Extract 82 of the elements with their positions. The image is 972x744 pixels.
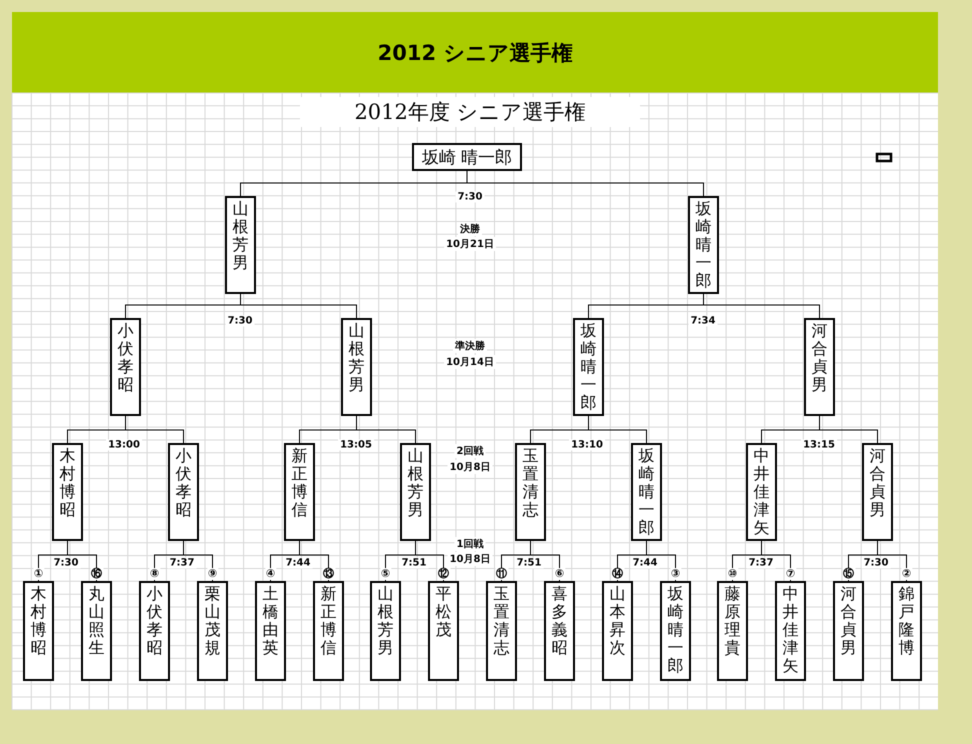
bracket-line bbox=[703, 294, 820, 318]
seed-number: ⑧ bbox=[148, 568, 160, 580]
round-label: 13:15 bbox=[801, 440, 837, 450]
player-box: 山根芳男 bbox=[400, 443, 431, 541]
bracket-line bbox=[819, 416, 878, 444]
bracket-line bbox=[466, 170, 704, 196]
bracket-line bbox=[646, 540, 676, 582]
seed-number: ⑩ bbox=[726, 568, 738, 580]
player-box: 丸山照生 bbox=[81, 581, 112, 681]
bracket-line bbox=[356, 416, 416, 444]
round-label: 準決勝 bbox=[453, 339, 487, 353]
round-label: 10月14日 bbox=[444, 355, 496, 369]
player-box: 玉置清志 bbox=[486, 581, 517, 681]
player-box: 小伏孝昭 bbox=[110, 318, 141, 416]
round-label: 10月8日 bbox=[448, 460, 492, 474]
seed-number: ⑦ bbox=[784, 568, 796, 580]
player-box: 中井佳津矢 bbox=[775, 581, 806, 681]
round-label: 7:30 bbox=[456, 192, 484, 202]
seed-number: ⑯ bbox=[90, 568, 103, 580]
seed-number: ② bbox=[900, 568, 912, 580]
champion-box: 坂崎 晴一郎 bbox=[412, 143, 522, 171]
player-box: 錦戸隆博 bbox=[891, 581, 922, 681]
sheet-title: 2012年度 シニア選手権 bbox=[300, 97, 640, 127]
round-label: 7:37 bbox=[168, 558, 196, 568]
round-label: 13:10 bbox=[569, 440, 605, 450]
player-box: 山本昇次 bbox=[602, 581, 633, 681]
player-box: 山根芳男 bbox=[225, 196, 256, 294]
seed-number: ⑮ bbox=[842, 568, 855, 580]
player-box: 喜多義昭 bbox=[544, 581, 575, 681]
player-box: 新正博信 bbox=[313, 581, 344, 681]
round-label: 7:44 bbox=[284, 558, 312, 568]
player-box: 河合貞男 bbox=[833, 581, 864, 681]
player-box: 坂崎晴一郎 bbox=[631, 443, 662, 541]
seed-number: ① bbox=[32, 568, 44, 580]
round-label: 7:44 bbox=[630, 558, 660, 568]
seed-number: ⑤ bbox=[380, 568, 392, 580]
round-label: 決勝 bbox=[458, 222, 482, 236]
round-label: 7:51 bbox=[400, 558, 428, 568]
player-box: 山根芳男 bbox=[341, 318, 372, 416]
player-box: 平松茂 bbox=[428, 581, 459, 681]
round-label: 10月21日 bbox=[444, 237, 496, 251]
round-label: 7:30 bbox=[226, 316, 254, 326]
round-label: 7:30 bbox=[862, 558, 890, 568]
bracket-line bbox=[183, 540, 213, 582]
player-box: 木村博昭 bbox=[52, 443, 83, 541]
player-box: 坂崎晴一郎 bbox=[573, 318, 604, 416]
player-box: 小伏孝昭 bbox=[168, 443, 199, 541]
round-label: 10月8日 bbox=[448, 552, 492, 566]
round-label: 7:37 bbox=[746, 558, 776, 568]
seed-number: ④ bbox=[264, 568, 276, 580]
seed-number: ⑪ bbox=[495, 568, 508, 580]
seed-number: ③ bbox=[670, 568, 682, 580]
round-label: 13:05 bbox=[338, 440, 374, 450]
round-label: 7:51 bbox=[514, 558, 544, 568]
player-box: 小伏孝昭 bbox=[139, 581, 170, 681]
header-band: 2012 シニア選手権 bbox=[12, 12, 938, 93]
player-box: 新正博信 bbox=[284, 443, 315, 541]
seed-number: ⑭ bbox=[611, 568, 624, 580]
seed-number: ⑫ bbox=[437, 568, 450, 580]
player-box: 玉置清志 bbox=[515, 443, 546, 541]
player-box: 河合貞男 bbox=[804, 318, 835, 416]
round-label: 13:00 bbox=[106, 440, 142, 450]
seed-number: ⑬ bbox=[322, 568, 335, 580]
player-box: 坂崎晴一郎 bbox=[688, 196, 719, 294]
player-box: 中井佳津矢 bbox=[746, 443, 777, 541]
round-label: 7:30 bbox=[52, 558, 80, 568]
player-box: 坂崎晴一郎 bbox=[660, 581, 691, 681]
player-box: 河合貞男 bbox=[862, 443, 893, 541]
seed-number: ⑥ bbox=[554, 568, 566, 580]
bracket-line bbox=[588, 416, 647, 444]
round-label: 2回戦 bbox=[454, 444, 486, 458]
bracket-line bbox=[240, 294, 357, 318]
seed-number: ⑨ bbox=[206, 568, 218, 580]
player-box: 木村博昭 bbox=[23, 581, 54, 681]
player-box: 藤原理貴 bbox=[717, 581, 748, 681]
player-box: 栗山茂規 bbox=[197, 581, 228, 681]
bracket-line bbox=[530, 540, 560, 582]
player-box: 土橋由英 bbox=[255, 581, 286, 681]
round-label: 7:34 bbox=[688, 316, 718, 326]
round-label: 1回戦 bbox=[454, 537, 486, 551]
bracket-line bbox=[125, 416, 184, 444]
player-box: 山根芳男 bbox=[370, 581, 401, 681]
